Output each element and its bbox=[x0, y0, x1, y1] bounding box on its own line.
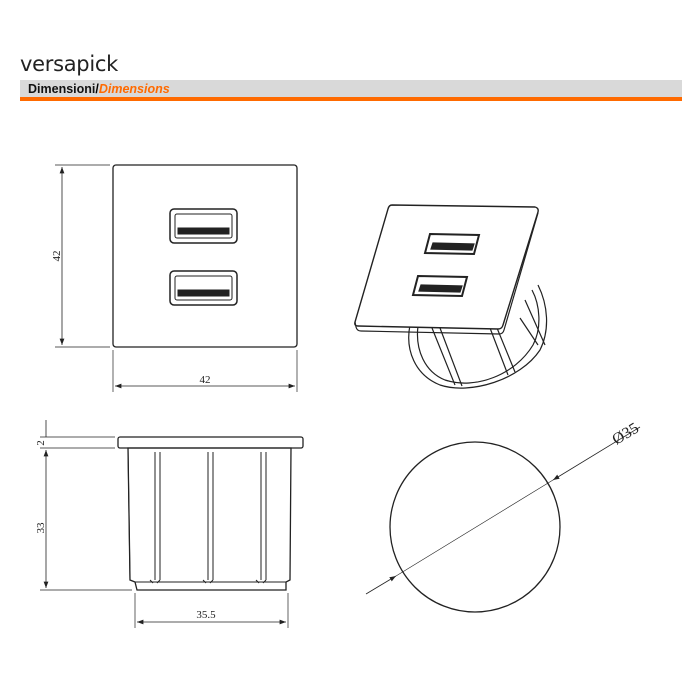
usb-port-top bbox=[169, 208, 238, 244]
section-separator: / bbox=[95, 82, 99, 96]
faceplate bbox=[112, 164, 298, 348]
section-header: Dimensioni/Dimensions bbox=[20, 80, 682, 101]
plate-thickness-label: 2 bbox=[35, 440, 47, 446]
section-label-en: Dimensions bbox=[98, 82, 170, 96]
front-view: 42 42 bbox=[51, 164, 298, 392]
faceplate-iso bbox=[354, 204, 539, 330]
cutout-view: Ø35 bbox=[365, 420, 642, 613]
section-label-it: Dimensioni bbox=[28, 82, 96, 96]
isometric-view bbox=[354, 204, 548, 389]
diameter-label: Ø35 bbox=[609, 420, 641, 449]
body-side bbox=[127, 447, 292, 591]
plate-side bbox=[117, 436, 304, 449]
front-width-label: 42 bbox=[200, 374, 211, 386]
usb-port-iso-top bbox=[423, 232, 481, 256]
usb-port-bottom bbox=[169, 270, 238, 306]
body-width-label: 35.5 bbox=[196, 609, 216, 621]
body-height-label: 33 bbox=[35, 522, 47, 534]
side-view: 2 33 35.5 bbox=[35, 420, 304, 628]
front-height-label: 42 bbox=[51, 251, 63, 262]
product-title: versapick bbox=[20, 52, 118, 76]
usb-port-iso-bottom bbox=[411, 274, 469, 298]
cutout-circle bbox=[389, 441, 561, 613]
